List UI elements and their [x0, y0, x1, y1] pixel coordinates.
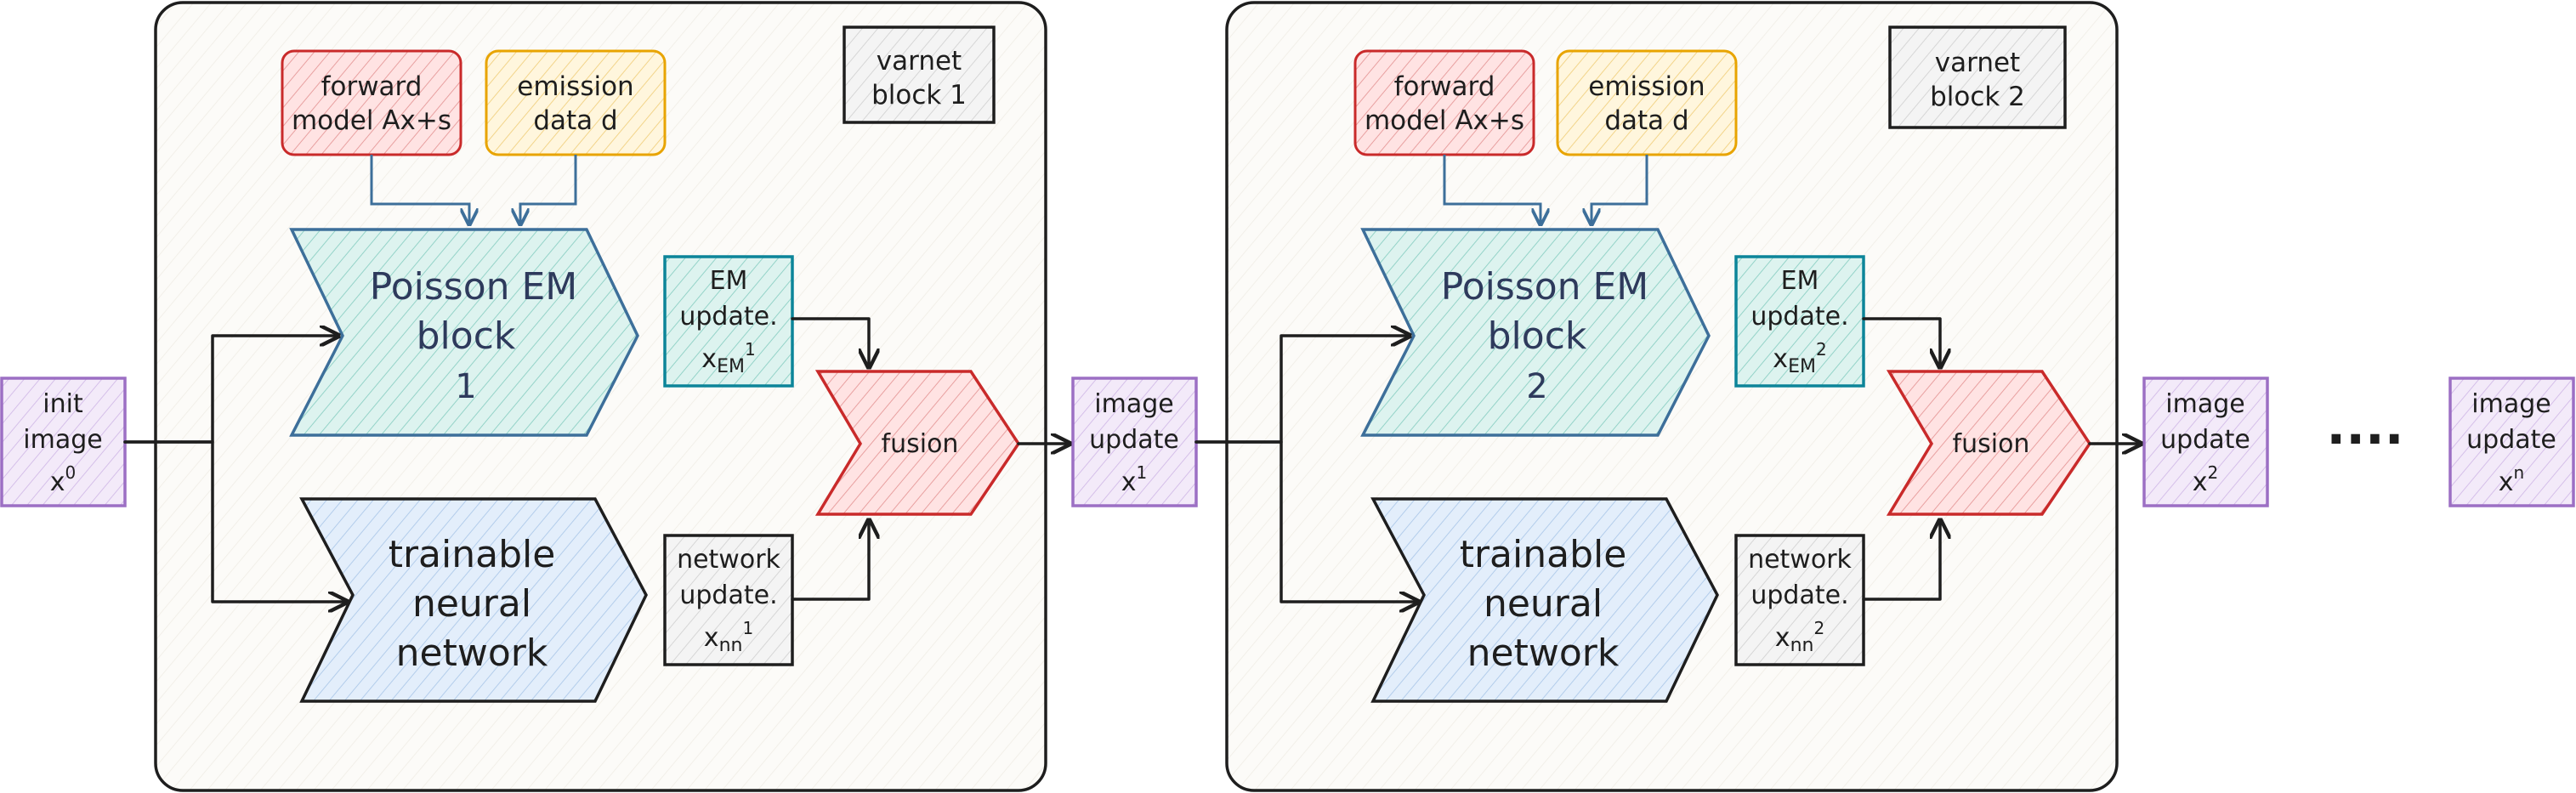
varnet-block-2-panel: varnet block 2 forward model Ax+s emissi…	[1225, 1, 2119, 792]
nn-update-line2: update.	[679, 581, 777, 610]
emission-data-line1: emission	[517, 71, 633, 102]
em-update-variable: xEM2	[1773, 339, 1826, 377]
em-block-line2: block	[1488, 314, 1587, 358]
em-update-line1: EM	[710, 266, 748, 296]
image-update-line1: image	[2471, 389, 2550, 419]
nn-block-line2: neural	[412, 582, 531, 626]
image-update-line1: image	[1094, 389, 1173, 419]
nn-update-line2: update.	[1750, 581, 1848, 610]
forward-to-em-arrow	[370, 155, 469, 224]
varnet-title-line2: block 1	[871, 80, 967, 110]
init-image-line2: image	[23, 425, 102, 455]
emission-to-em-arrow	[1592, 155, 1648, 224]
em-block-line1: Poisson EM	[1441, 265, 1649, 309]
varnet-block-1-panel: varnet block 1 forward model Ax+s emissi…	[154, 1, 1047, 792]
em-block-line3: 1	[455, 367, 476, 406]
varnet-title-line1: varnet	[1935, 48, 2020, 78]
emission-data-line2: data d	[1604, 105, 1688, 136]
image-update-variable: x1	[1121, 462, 1148, 497]
image-update-variable: xn	[2499, 462, 2524, 497]
em-update-box: EM update. xEM2	[1734, 255, 1865, 388]
nn-block-line1: trainable	[389, 533, 556, 576]
forward-model-box: forward model Ax+s	[1353, 49, 1535, 156]
forward-model-line2: model Ax+s	[1365, 105, 1524, 136]
network-update-box: network update. xnn2	[1734, 534, 1865, 666]
emission-data-box: emission data d	[485, 49, 667, 156]
em-block-line1: Poisson EM	[370, 265, 578, 309]
emission-data-line2: data d	[533, 105, 617, 136]
em-update-to-fusion-arrow	[791, 317, 869, 367]
em-update-line2: update.	[1750, 302, 1848, 331]
image-update-variable: x2	[2193, 462, 2219, 497]
em-block-line3: 2	[1526, 367, 1547, 406]
nn-block-line2: neural	[1484, 582, 1603, 626]
forward-model-box: forward model Ax+s	[281, 49, 462, 156]
fusion-block: fusion	[814, 370, 1021, 516]
init-image-node: init image x0	[0, 377, 127, 507]
image-update-line2: update	[2160, 425, 2250, 455]
emission-data-line1: emission	[1588, 71, 1705, 102]
init-image-variable: x0	[50, 462, 77, 497]
fusion-label: fusion	[882, 429, 959, 459]
nn-block-line1: trainable	[1460, 533, 1627, 576]
varnet-block-1-title: varnet block 1	[843, 25, 996, 124]
forward-to-em-arrow	[1443, 155, 1540, 224]
em-update-line1: EM	[1781, 266, 1819, 296]
emission-to-em-arrow	[520, 155, 577, 224]
image-update-n-node: image update xn	[2448, 377, 2575, 507]
nn-block-line3: network	[396, 632, 548, 675]
forward-model-line1: forward	[321, 71, 423, 102]
fusion-label: fusion	[1953, 429, 2030, 459]
forward-model-line1: forward	[1394, 71, 1495, 102]
update-1-to-nn-arrow	[1194, 440, 1418, 602]
image-update-line2: update	[2466, 425, 2556, 455]
varnet-title-line1: varnet	[877, 46, 962, 76]
nn-update-line1: network	[677, 545, 780, 575]
varnet-block-2-title: varnet block 2	[1888, 25, 2067, 129]
em-update-to-fusion-arrow	[1862, 317, 1940, 367]
em-update-box: EM update. xEM1	[663, 255, 794, 388]
em-update-line2: update.	[679, 302, 777, 331]
ellipsis: ....	[2326, 397, 2403, 456]
image-update-line1: image	[2165, 389, 2244, 419]
input-to-nn-arrow	[123, 440, 347, 602]
trainable-network-block: trainable neural network	[1370, 497, 1719, 703]
emission-data-box: emission data d	[1556, 49, 1738, 156]
image-update-line2: update	[1089, 425, 1179, 455]
varnet-title-line2: block 2	[1930, 82, 2025, 112]
image-update-2-node: image update x2	[2142, 377, 2269, 507]
forward-model-line2: model Ax+s	[292, 105, 451, 136]
fusion-block: fusion	[1886, 370, 2092, 516]
em-update-variable: xEM1	[701, 339, 755, 377]
nn-update-variable: xnn1	[704, 618, 753, 656]
nn-update-to-fusion-arrow	[791, 520, 869, 601]
trainable-network-block: trainable neural network	[299, 497, 648, 703]
nn-block-line3: network	[1467, 632, 1620, 675]
init-image-line1: init	[43, 389, 83, 419]
poisson-em-block: Poisson EM block 2	[1360, 228, 1711, 437]
nn-update-variable: xnn2	[1775, 618, 1824, 656]
poisson-em-block: Poisson EM block 1	[289, 228, 639, 437]
nn-update-to-fusion-arrow	[1862, 520, 1940, 601]
em-block-line2: block	[417, 314, 516, 358]
network-update-box: network update. xnn1	[663, 534, 794, 666]
image-update-1-node: image update x1	[1071, 377, 1198, 507]
nn-update-line1: network	[1748, 545, 1852, 575]
